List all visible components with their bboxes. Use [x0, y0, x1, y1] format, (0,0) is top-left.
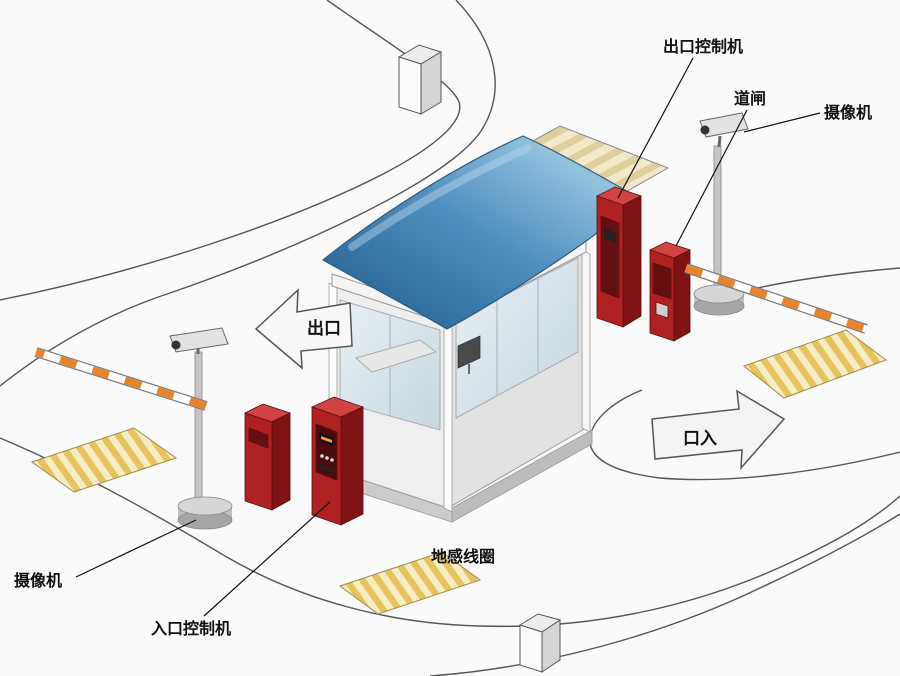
camera-lens [171, 340, 181, 350]
machine-button [325, 456, 329, 460]
leader-camera-top [743, 112, 821, 133]
arm-stripes [34, 348, 208, 410]
ground-loop-right [742, 329, 888, 399]
machine-button [330, 458, 334, 462]
camera-pole-right [693, 112, 749, 316]
entrance-arrow-shape [651, 389, 786, 471]
leader-barrier-gate [675, 109, 748, 247]
pillar-bottom [518, 613, 562, 673]
arm-body [684, 264, 868, 333]
exit-arrow-label: 出口 [307, 318, 341, 338]
leader-exit-controller [617, 57, 694, 199]
label-camera-bottom: 摄像机 [14, 571, 62, 590]
label-ground-loop: 地感线圈 [431, 547, 495, 566]
booth-corner-post [443, 321, 453, 513]
label-entrance-controller: 入口控制机 [151, 619, 231, 638]
machine-panel [248, 427, 269, 449]
camera-pole-left [169, 327, 233, 530]
pillar-front-face [519, 624, 543, 673]
entrance-arrow: 口入 [651, 389, 786, 471]
ground-loop-left [30, 427, 178, 493]
road-edge [589, 389, 900, 481]
entrance-card-cabinet [243, 403, 292, 511]
diagram-labels: 出口控制机 道闸 摄像机 摄像机 入口控制机 地感线圈 [14, 37, 872, 638]
machine-button [320, 454, 324, 458]
label-barrier-gate: 道闸 [734, 89, 766, 108]
barrier-arm-right [684, 263, 868, 334]
barrier-gate-machine [648, 241, 692, 342]
leader-entrance-controller [203, 501, 331, 617]
barrier-arm-left [34, 347, 208, 411]
entrance-control-machine [310, 396, 365, 526]
road-edge [0, 0, 496, 387]
machine-side [340, 406, 364, 526]
machine-panel [652, 262, 672, 300]
booth-corner-post [581, 249, 591, 433]
pole-base-top [177, 496, 233, 516]
pole-base-top [693, 284, 745, 304]
label-exit-controller: 出口控制机 [663, 37, 743, 56]
camera-bracket [717, 135, 722, 148]
booth-desk [354, 339, 438, 373]
exit-arrow: 出口 [254, 288, 353, 370]
pole [194, 351, 203, 511]
road-edge [429, 513, 900, 676]
road-edge [0, 437, 900, 628]
camera-lens [700, 125, 710, 135]
leader-lines [75, 57, 821, 617]
leader-camera-bottom [75, 519, 197, 578]
booth-plinth-side [451, 429, 593, 523]
booth-monitor [457, 335, 481, 369]
ground-loop-bottom [338, 551, 482, 615]
canopy-highlight [348, 144, 532, 251]
card-slot [319, 464, 334, 473]
exit-control-machine [595, 186, 643, 328]
pillar-front-face [398, 56, 422, 115]
pillar-top [397, 44, 443, 115]
label-camera-top: 摄像机 [824, 103, 872, 122]
machine-vent [655, 301, 669, 319]
machine-side [271, 412, 291, 511]
machine-front [244, 412, 273, 511]
entrance-arrow-label: 口入 [683, 429, 717, 448]
exit-arrow-shape [254, 288, 353, 370]
machine-display-text [321, 436, 332, 443]
machine-side [622, 195, 642, 328]
machine-screen [603, 227, 617, 244]
